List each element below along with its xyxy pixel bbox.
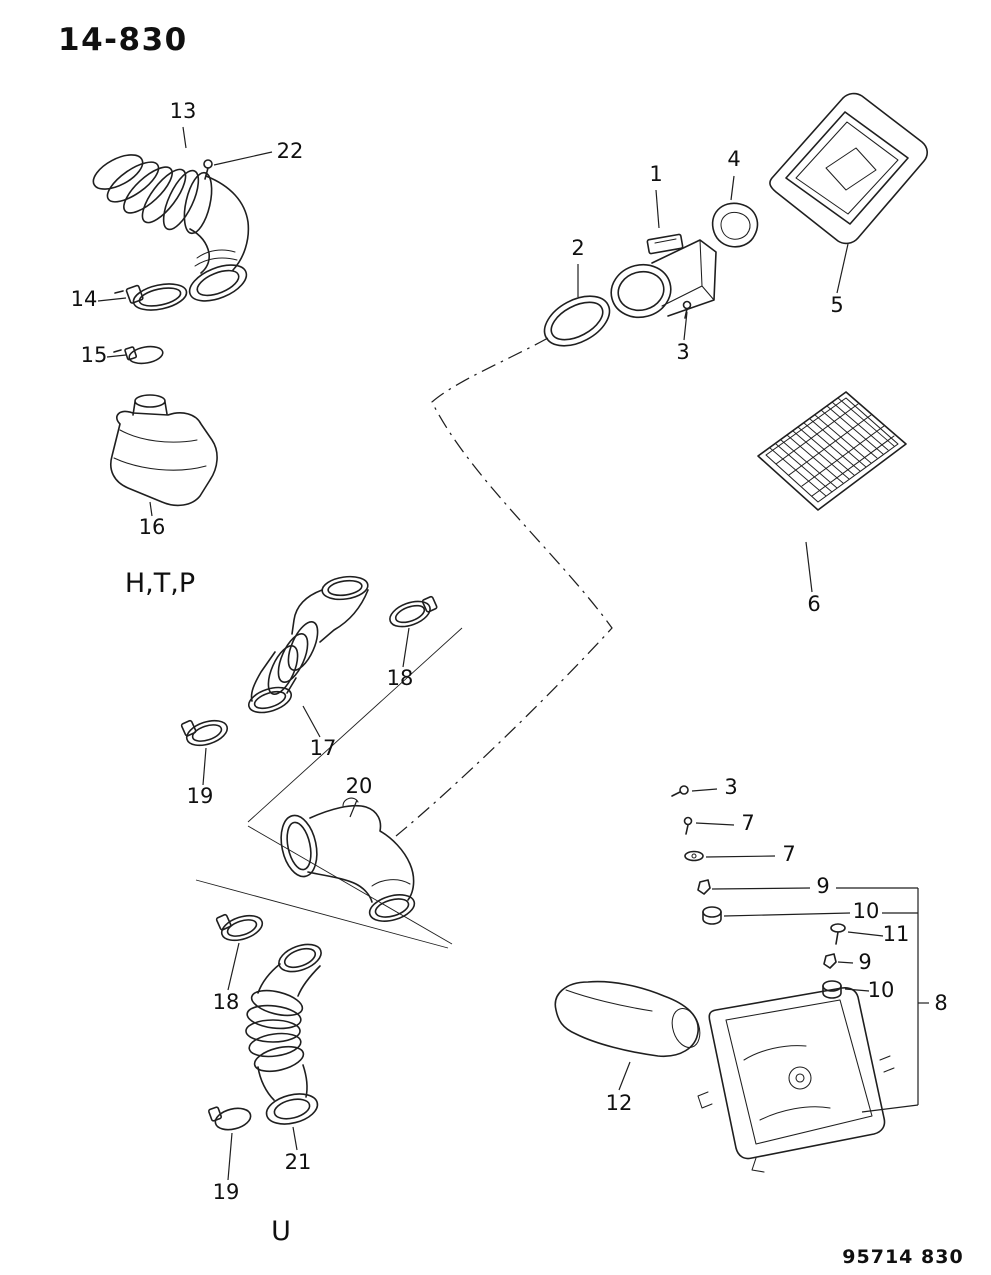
part-14-hose-clamp [114,283,188,311]
callout-13: 13 [170,99,197,123]
callout-10a: 10 [853,899,880,923]
part-13-intake-hose [92,154,250,302]
part-10-grommet-b [822,980,842,999]
part-5-air-cleaner-cover [769,92,928,245]
part-7-screw-a [683,816,693,835]
part-3-bolt-b [671,785,689,797]
page-title: 14-830 [58,22,188,58]
part-16-resonator [110,394,218,507]
callout-17: 17 [310,736,337,760]
callout-12: 12 [606,1091,633,1115]
callout-2: 2 [571,236,584,260]
callout-5: 5 [830,293,843,317]
part-20-branch-duct [280,797,416,922]
part-12-air-inlet-duct [554,980,701,1057]
leader-lines [97,126,929,1181]
part-3-bolt-a [682,300,692,319]
part-9-clip-a [697,879,711,895]
part-4-gasket [711,202,759,248]
callout-7b: 7 [782,842,795,866]
callout-8: 8 [934,991,947,1015]
variant-label-htp: H,T,P [125,568,195,599]
part-17-elbow-hose [248,575,369,714]
callout-18b: 18 [213,990,240,1014]
part-18-hose-clamp-b [215,913,264,942]
part-6-air-filter-element [757,391,907,511]
callout-4: 4 [727,147,740,171]
callout-14: 14 [71,287,98,311]
diagram-line-art [92,92,928,1173]
part-15-hose-clamp [113,345,164,365]
doc-code: 95714 830 [842,1246,963,1268]
part-7-washer-b [684,850,704,862]
part-9-clip-b [823,953,837,969]
part-2-gasket-ring [543,295,611,347]
callout-3b: 3 [724,775,737,799]
callout-7a: 7 [741,811,754,835]
callout-21: 21 [285,1150,312,1174]
part-11-screw [830,923,846,945]
callout-9b: 9 [858,950,871,974]
callout-16: 16 [139,515,166,539]
callout-15: 15 [81,343,108,367]
callout-10b: 10 [868,978,895,1002]
part-21-corrugated-hose [245,943,322,1125]
callout-19a: 19 [187,784,214,808]
connection-lines [195,337,613,949]
part-8-air-cleaner-body [697,987,895,1173]
callout-22: 22 [277,139,304,163]
callout-labels: 14-830 13 22 14 15 16 H,T,P 1 2 4 5 3 6 … [58,22,963,1268]
callout-18a: 18 [387,666,414,690]
variant-label-u: U [271,1216,291,1247]
callout-19b: 19 [213,1180,240,1204]
callout-20: 20 [346,774,373,798]
callout-3a: 3 [676,340,689,364]
callout-11: 11 [883,922,910,946]
part-1-maf-sensor [610,233,717,319]
callout-1: 1 [649,162,662,186]
callout-6: 6 [807,592,820,616]
part-10-grommet-a [702,906,722,925]
part-19-hose-clamp-b [208,1106,252,1131]
callout-9a: 9 [816,874,829,898]
part-18-hose-clamp-a [389,595,438,628]
part-19-hose-clamp-a [180,719,229,747]
part-22-bolt [203,159,213,180]
